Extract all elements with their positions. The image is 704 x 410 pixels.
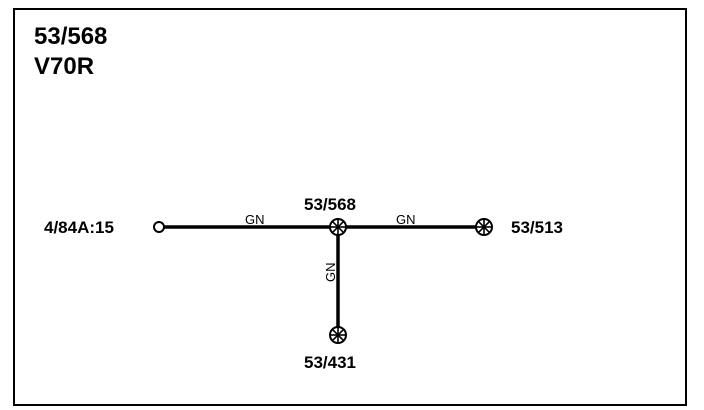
wire-bottom-color-label: GN [323, 263, 338, 283]
node-label-center-splice: 53/568 [304, 195, 356, 214]
node-label-left-terminal: 4/84A:15 [44, 218, 114, 237]
splice-center-icon [329, 218, 347, 236]
open-terminal-icon [153, 221, 165, 233]
wire-right-color-label: GN [396, 212, 416, 227]
diagram-frame [13, 8, 687, 406]
splice-right-icon [475, 218, 493, 236]
splice-bottom-icon [329, 326, 347, 344]
diagram-title-model: V70R [34, 53, 94, 80]
node-label-bottom-splice: 53/431 [304, 353, 356, 372]
wire-left-color-label: GN [245, 212, 265, 227]
node-label-right-splice: 53/513 [511, 218, 563, 237]
diagram-title-code: 53/568 [34, 23, 107, 50]
